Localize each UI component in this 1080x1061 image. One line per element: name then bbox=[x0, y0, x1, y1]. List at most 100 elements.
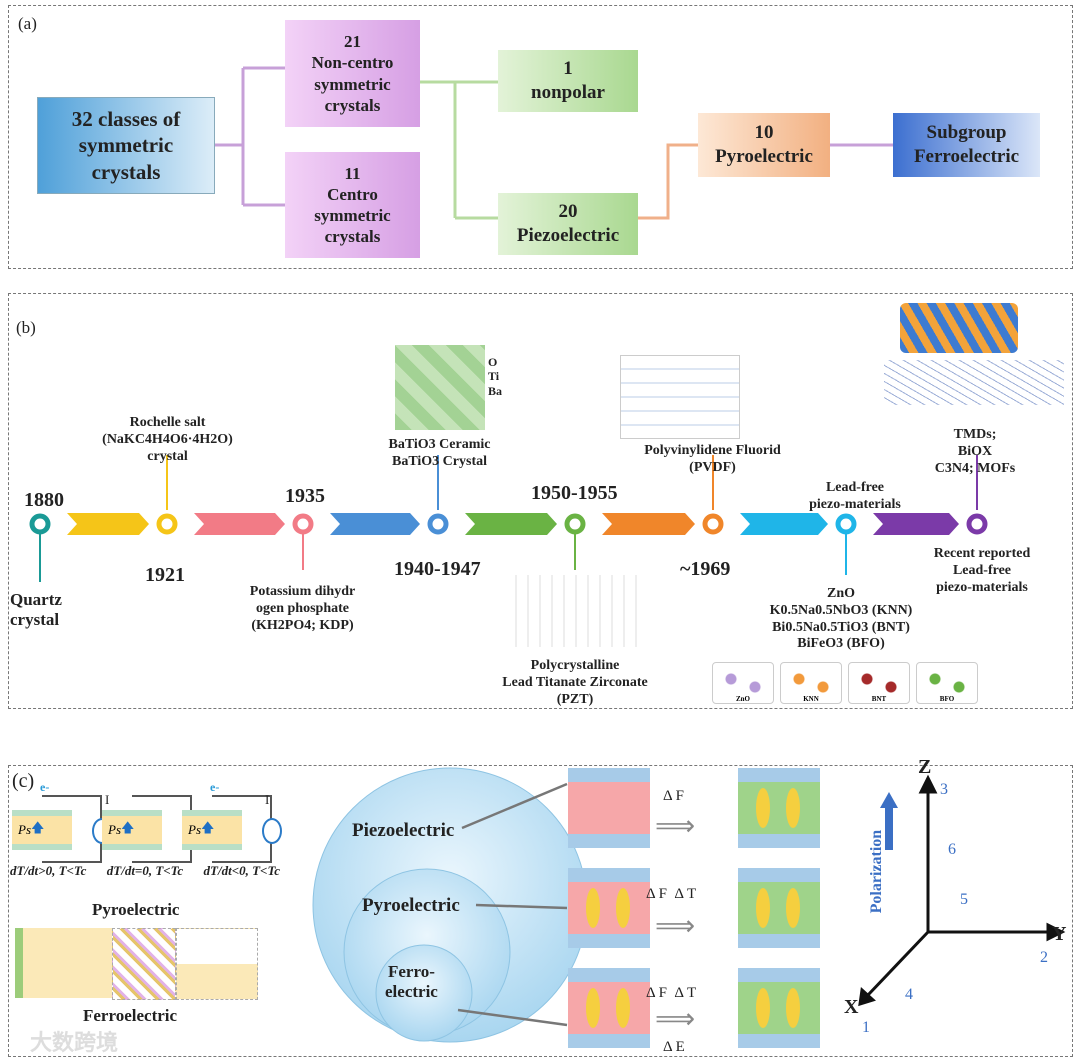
material-cell bbox=[738, 868, 820, 948]
current-label: I bbox=[265, 792, 270, 807]
pointer-arrows bbox=[457, 782, 568, 1027]
axes bbox=[858, 774, 1066, 1007]
current-label: I bbox=[105, 792, 110, 807]
crystal-images: ZnO KNN BNT BFO bbox=[712, 662, 978, 704]
leadfree-l2: piezo-materials bbox=[809, 496, 901, 512]
timeline-node bbox=[29, 513, 51, 535]
dipole bbox=[786, 888, 800, 928]
panel-a-label: (a) bbox=[18, 14, 37, 33]
axis-num: 6 bbox=[948, 841, 956, 858]
timeline-arrow bbox=[194, 513, 285, 535]
stimulus-4: Δ E bbox=[663, 1039, 685, 1055]
process-arrow-icon: ⟹ bbox=[655, 1004, 696, 1035]
cond-3: dT/dt<0, T<Tc bbox=[203, 863, 280, 878]
pyro-cell: Ps🡅 bbox=[12, 810, 72, 850]
dipole bbox=[616, 888, 630, 928]
pyro-title: Pyroelectric bbox=[92, 900, 180, 919]
up-arrow-icon: 🡅 bbox=[201, 820, 215, 835]
timeline-node bbox=[427, 513, 449, 535]
year-1950: 1950-1955 bbox=[531, 482, 618, 504]
ferro-l1: Ferro- bbox=[387, 962, 435, 981]
connector-root bbox=[213, 66, 285, 207]
panel-b bbox=[8, 293, 1073, 709]
pzt-l1: Polycrystalline bbox=[530, 658, 620, 673]
panel-c bbox=[8, 765, 1073, 1057]
rochelle-l2: (NaKC4H4O6·4H2O) bbox=[102, 431, 233, 447]
ferro-structure-image bbox=[112, 928, 176, 1000]
batio3-l1: BaTiO3 Ceramic bbox=[388, 437, 491, 452]
root-box: 32 classes of symmetric crystals bbox=[37, 97, 215, 194]
ferro-l2: Ferroelectric bbox=[913, 146, 1020, 167]
crystal-label: KNN bbox=[803, 695, 819, 703]
rochelle-l1: Rochelle salt bbox=[129, 415, 206, 430]
cond-1: dT/dt>0, T<Tc bbox=[10, 863, 87, 878]
quartz-label: Quartz crystal bbox=[10, 590, 70, 631]
circle-pyro-label: Pyroelectric bbox=[362, 895, 460, 916]
crystal-bfo: BFO bbox=[916, 662, 978, 704]
material-cell bbox=[738, 768, 820, 848]
piezo-text: Piezoelectric bbox=[516, 225, 620, 246]
noncentro-num: 21 bbox=[344, 32, 361, 51]
dipole bbox=[586, 888, 600, 928]
crystal-bnt: BNT bbox=[848, 662, 910, 704]
pyro-num: 10 bbox=[754, 122, 774, 144]
ferro-circle bbox=[375, 944, 473, 1042]
pvdf-image bbox=[620, 355, 740, 439]
connector-noncentro bbox=[420, 80, 498, 220]
tmd-image bbox=[900, 303, 1018, 353]
batio3-structure-image bbox=[395, 345, 485, 430]
pointer-arrow bbox=[461, 782, 568, 830]
nonpolar-num: 1 bbox=[563, 58, 573, 80]
axis-z: Z bbox=[918, 756, 932, 778]
noncentro-text: Non-centro symmetric crystals bbox=[311, 53, 394, 115]
pvdf-l2: (PVDF) bbox=[689, 459, 736, 475]
timeline-arrow bbox=[602, 513, 695, 535]
stimulus-1: Δ F bbox=[663, 788, 684, 804]
electron-label: e- bbox=[210, 780, 220, 794]
leadfree-l1: Lead-free bbox=[825, 480, 885, 495]
up-arrow-icon: 🡅 bbox=[121, 820, 135, 835]
timeline-node bbox=[966, 513, 988, 535]
electron-label: e- bbox=[40, 780, 50, 794]
material-cell bbox=[568, 768, 650, 848]
dipole bbox=[756, 888, 770, 928]
crystal-zno: ZnO bbox=[712, 662, 774, 704]
connector-piezo bbox=[638, 143, 698, 220]
panel-b-label: (b) bbox=[16, 318, 36, 337]
axis-num: 4 bbox=[905, 986, 913, 1003]
ferro-l1: Subgroup bbox=[926, 122, 1007, 144]
batio3-l2: BaTiO3 Crystal bbox=[391, 453, 488, 469]
polarization-label: Polarization bbox=[868, 829, 886, 914]
piezo-num: 20 bbox=[558, 201, 578, 223]
atom-o: O bbox=[488, 355, 498, 369]
root-text: 32 classes of symmetric crystals bbox=[71, 107, 181, 184]
ps-label: Ps bbox=[18, 822, 31, 837]
ps-label: Ps bbox=[188, 822, 201, 837]
pzt-l3: (PZT) bbox=[556, 691, 594, 707]
pyro-cell: Ps🡅 bbox=[182, 810, 242, 850]
atom-ba: Ba bbox=[488, 383, 503, 398]
tmds-l2: BiOX bbox=[957, 443, 993, 459]
bfo: BiFeO3 (BFO) bbox=[797, 636, 885, 652]
timeline-node bbox=[292, 513, 314, 535]
pzt-l2: Lead Titanate Zirconate bbox=[502, 674, 648, 690]
recent-l1: Recent reported bbox=[933, 546, 1031, 561]
axis-num: 5 bbox=[960, 891, 968, 908]
rochelle-l3: crystal bbox=[147, 448, 188, 464]
process-arrow-icon: ⟹ bbox=[655, 911, 696, 942]
polarization-arrowhead bbox=[880, 792, 898, 808]
pyro-cell: Ps🡅 bbox=[102, 810, 162, 850]
crystal-label: BFO bbox=[939, 695, 955, 703]
year-1880: 1880 bbox=[24, 489, 64, 511]
year-1935: 1935 bbox=[285, 485, 325, 507]
tmds-l3: C3N4; MOFs bbox=[934, 460, 1016, 476]
